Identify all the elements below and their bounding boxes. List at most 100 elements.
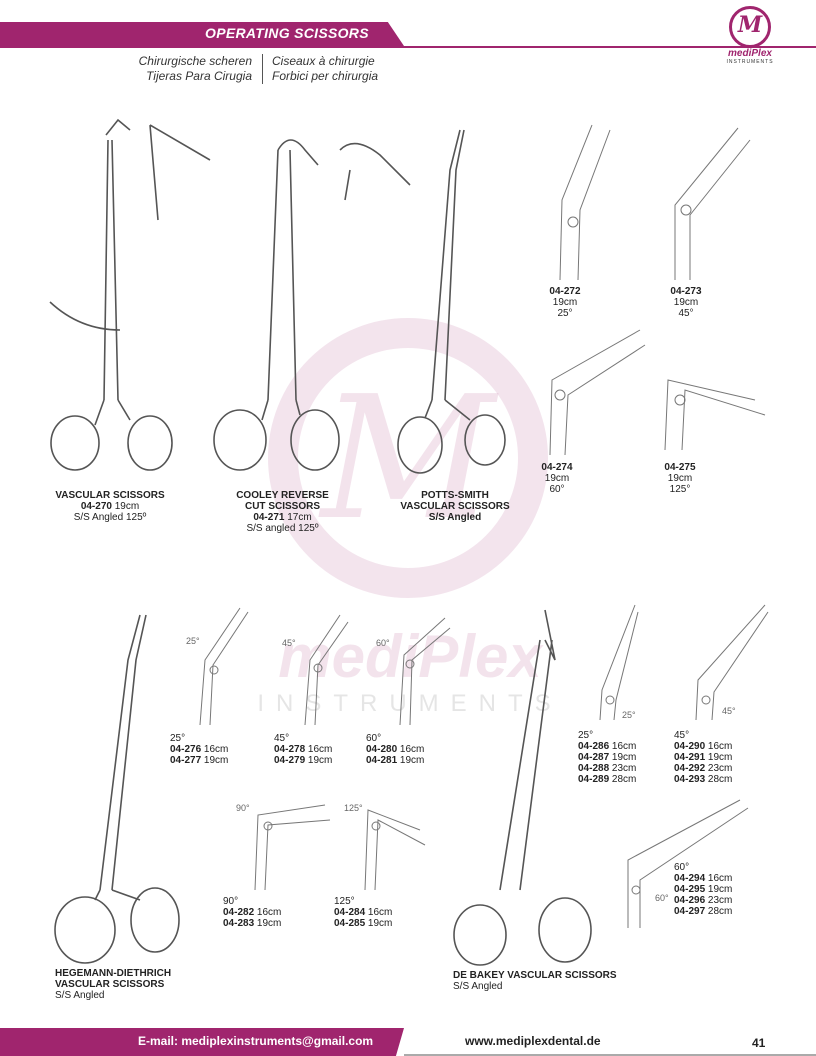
product-name: VASCULAR SCISSORS — [55, 979, 165, 990]
product-code: 04-275 — [664, 462, 696, 473]
product-size: 19cm — [707, 884, 733, 895]
product-code: 04-274 — [541, 462, 573, 473]
product-size: 17cm — [287, 512, 312, 523]
product-size: 16cm — [367, 907, 393, 918]
product-code: 04-294 — [674, 873, 706, 884]
size-group: 45° 04-290 16cm 04-291 19cm 04-292 23cm … — [674, 730, 732, 785]
product-desc: S/S Angled 125º — [73, 512, 147, 523]
product-size: 16cm — [256, 907, 282, 918]
product-name: DE BAKEY VASCULAR SCISSORS — [453, 970, 617, 981]
product-size: 28cm — [707, 906, 733, 917]
size-group: 125° 04-284 16cm 04-285 19cm — [334, 896, 392, 929]
product-code: 04-292 — [674, 763, 706, 774]
cooley-scissors-illustration — [213, 139, 411, 471]
page-number: 41 — [752, 1036, 766, 1050]
translation-separator — [262, 54, 263, 84]
product-angled-tip: 04-272 19cm 25° — [540, 286, 590, 319]
product-size: 16cm — [399, 744, 425, 755]
product-code: 04-288 — [578, 763, 610, 774]
vascular-scissors-illustration — [49, 118, 211, 471]
product-code: 04-276 — [170, 744, 202, 755]
product-code: 04-295 — [674, 884, 706, 895]
footer-email[interactable]: E-mail: mediplexinstruments@gmail.com — [138, 1034, 374, 1048]
product-code: 04-290 — [674, 741, 706, 752]
product-size: 23cm — [707, 763, 733, 774]
hegemann-scissors-illustration — [54, 607, 451, 964]
group-angle: 125° — [334, 896, 355, 907]
product-name: CUT SCISSORS — [244, 501, 320, 512]
page-title: OPERATING SCISSORS — [205, 25, 369, 41]
product-size: 19cm — [544, 473, 570, 484]
product-size: 19cm — [673, 297, 699, 308]
product-hegemann: HEGEMANN-DIETHRICH VASCULAR SCISSORS S/S… — [55, 968, 171, 1001]
product-code: 04-271 — [253, 512, 285, 523]
size-group: 90° 04-282 16cm 04-283 19cm — [223, 896, 281, 929]
product-vascular: VASCULAR SCISSORS 04-270 19cm S/S Angled… — [35, 490, 185, 523]
product-code: 04-285 — [334, 918, 366, 929]
product-desc: S/S Angled — [428, 512, 482, 523]
group-angle: 25° — [170, 733, 186, 744]
product-debakey: DE BAKEY VASCULAR SCISSORS S/S Angled — [453, 970, 617, 992]
translation-spanish: Tijeras Para Cirugia — [146, 69, 252, 83]
product-potts-smith: POTTS-SMITH VASCULAR SCISSORS S/S Angled — [385, 490, 525, 523]
product-name: VASCULAR SCISSORS — [400, 501, 510, 512]
product-name: HEGEMANN-DIETHRICH — [55, 968, 172, 979]
product-code: 04-272 — [549, 286, 581, 297]
watermark-name: mediPlex — [278, 623, 542, 690]
product-code: 04-293 — [674, 774, 706, 785]
product-code: 04-282 — [223, 907, 255, 918]
sketch-angle-label: 125° — [344, 803, 363, 813]
sketch-angle-label: 25° — [622, 710, 636, 720]
product-size: 19cm — [611, 752, 637, 763]
group-angle: 60° — [674, 862, 690, 873]
product-code: 04-278 — [274, 744, 306, 755]
footer-divider — [404, 1054, 816, 1056]
product-size: 28cm — [611, 774, 637, 785]
product-name: POTTS-SMITH — [421, 490, 489, 501]
logo-ring — [729, 6, 771, 48]
logo-name: mediPlex — [728, 48, 772, 59]
product-size: 16cm — [707, 741, 733, 752]
product-angle: 45° — [678, 308, 694, 319]
product-code: 04-273 — [670, 286, 702, 297]
product-size: 19cm — [399, 755, 425, 766]
angled-tip-illustrations — [549, 124, 766, 456]
product-code: 04-286 — [578, 741, 610, 752]
header-divider — [0, 46, 816, 48]
product-name: COOLEY REVERSE — [236, 490, 329, 501]
size-group: 60° 04-294 16cm 04-295 19cm 04-296 23cm … — [674, 862, 732, 917]
group-angle: 25° — [578, 730, 594, 741]
product-code: 04-296 — [674, 895, 706, 906]
group-angle: 90° — [223, 896, 239, 907]
product-size: 19cm — [667, 473, 693, 484]
product-size: 23cm — [707, 895, 733, 906]
product-size: 28cm — [707, 774, 733, 785]
footer-bar — [0, 1028, 404, 1056]
product-size: 19cm — [307, 755, 333, 766]
translation-italian: Forbici per chirurgia — [272, 69, 379, 83]
footer-website[interactable]: www.mediplexdental.de — [465, 1034, 601, 1048]
product-angled-tip: 04-274 19cm 60° — [532, 462, 582, 495]
logo-monogram: M — [737, 12, 763, 38]
product-name: VASCULAR SCISSORS — [55, 490, 165, 501]
product-code: 04-281 — [366, 755, 398, 766]
product-size: 16cm — [611, 741, 637, 752]
size-group: 25° 04-276 16cm 04-277 19cm — [170, 733, 228, 766]
size-group: 60° 04-280 16cm 04-281 19cm — [366, 733, 424, 766]
watermark-monogram: M — [320, 360, 496, 558]
product-code: 04-283 — [223, 918, 255, 929]
product-size: 19cm — [367, 918, 393, 929]
product-code: 04-284 — [334, 907, 366, 918]
debakey-scissors-illustration — [453, 604, 769, 966]
product-size: 19cm — [707, 752, 733, 763]
product-code: 04-289 — [578, 774, 610, 785]
sketch-angle-label: 45° — [722, 706, 736, 716]
product-desc: S/S Angled — [55, 990, 105, 1001]
group-angle: 45° — [674, 730, 690, 741]
product-angled-tip: 04-275 19cm 125° — [655, 462, 705, 495]
product-angle: 25° — [557, 308, 573, 319]
product-angle: 60° — [549, 484, 565, 495]
product-desc: S/S angled 125º — [246, 523, 319, 534]
sketch-angle-label: 60° — [655, 893, 669, 903]
